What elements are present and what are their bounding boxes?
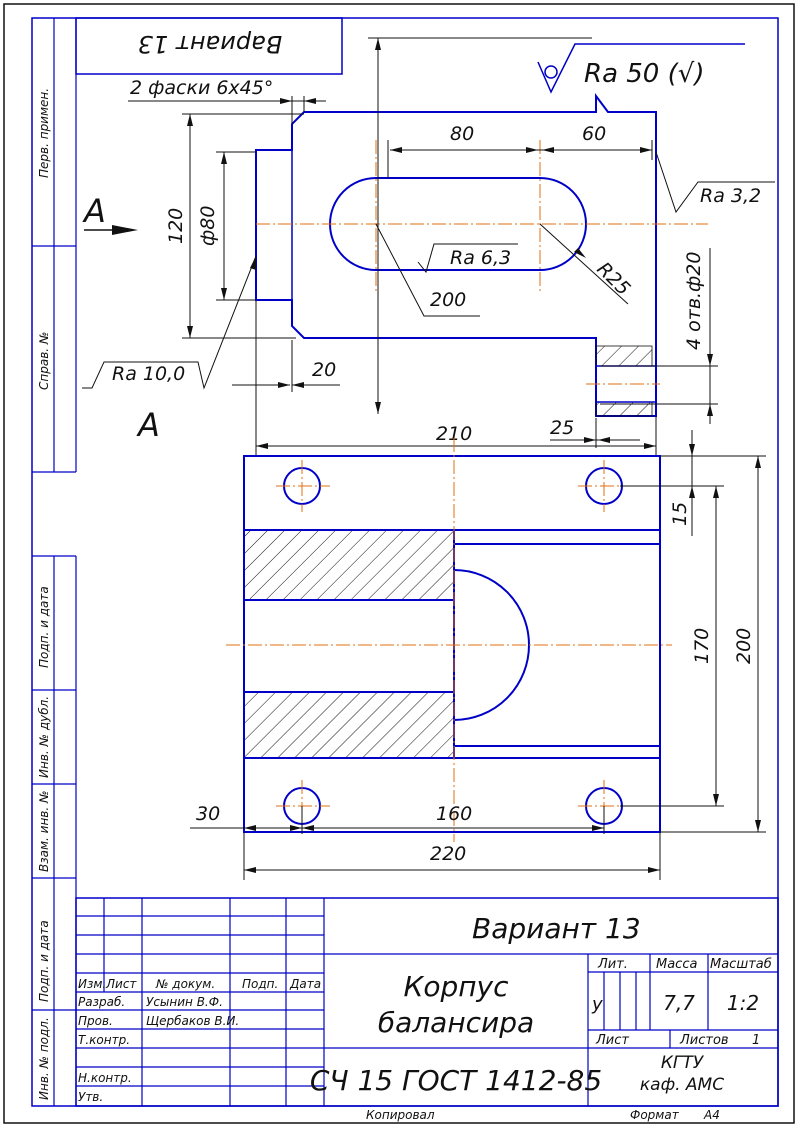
front-view-slot — [329, 177, 587, 271]
side-label-vzam: Взам. инв. № — [37, 791, 51, 872]
top-variant-stamp — [75, 17, 343, 75]
front-hole-hatch-top — [595, 345, 653, 367]
top-view-arrows — [244, 444, 761, 873]
tb-lit-value: у — [591, 994, 603, 1015]
top-view — [226, 438, 672, 842]
dim-30: 30 — [196, 803, 220, 825]
dim-80: 80 — [450, 123, 474, 145]
dim-210: 210 — [436, 423, 472, 445]
tb-col-doc: № докум. — [155, 977, 215, 991]
dim-r25: R25 — [592, 258, 634, 300]
tb-org-line2: каф. АМС — [640, 1075, 724, 1095]
tb-name-line1: Корпус — [403, 970, 509, 1003]
footer-copied: Копировал — [366, 1108, 435, 1122]
tb-col-list: Лист — [105, 977, 137, 991]
tb-col-podp: Подп. — [242, 977, 278, 991]
side-label-podp2: Подп. и дата — [37, 920, 51, 1002]
tb-material: СЧ 15 ГОСТ 1412-85 — [310, 1064, 602, 1097]
footer-format-label: Формат — [630, 1108, 680, 1122]
view-arrow-a: А А — [82, 192, 160, 444]
side-label-podp1: Подп. и дата — [37, 586, 51, 668]
tb-sheets-value: 1 — [752, 1033, 760, 1048]
front-view-arrows — [187, 38, 713, 449]
tb-sheet-label: Лист — [595, 1033, 629, 1048]
dim-60: 60 — [582, 123, 606, 145]
dim-chamfers: 2 фаски 6x45° — [130, 77, 273, 99]
tb-scale-label: Масштаб — [710, 957, 772, 972]
title-block: Вариант 13 Корпус балансира СЧ 15 ГОСТ 1… — [75, 897, 779, 1107]
dim-170: 170 — [691, 628, 713, 664]
dim-ra63: Ra 6,3 — [450, 247, 511, 269]
side-stamp-labels: Перв. примен. Справ. № Подп. и дата Инв.… — [37, 88, 51, 1100]
tb-role-tkontr: Т.контр. — [78, 1033, 130, 1047]
tb-role-utv: Утв. — [78, 1090, 103, 1104]
side-label-dubl: Инв. № дубл. — [37, 696, 51, 778]
top-view-dimensions — [190, 430, 766, 880]
tb-variant: Вариант 13 — [472, 912, 641, 945]
front-view-outline — [255, 93, 657, 417]
footer-format-value: A4 — [703, 1108, 720, 1122]
view-label-a-bottom: А — [136, 406, 160, 444]
dim-phi80: ф80 — [197, 206, 219, 246]
tb-col-izm: Изм. — [78, 977, 106, 991]
tb-role-razrab: Разраб. — [78, 995, 125, 1009]
dim-120: 120 — [165, 208, 187, 244]
roughness-main-text: Ra 50 (√) — [584, 59, 704, 89]
top-variant-text: Вариант 13 — [138, 30, 283, 58]
tb-col-date: Дата — [289, 977, 321, 991]
dim-220: 220 — [430, 843, 466, 865]
side-label-podl: Инв. № подл. — [37, 1017, 51, 1100]
side-label-sprav: Справ. № — [37, 332, 51, 390]
top-view-hatch-lower — [244, 692, 454, 758]
tb-mass-label: Масса — [656, 957, 697, 972]
dim-200: 200 — [733, 628, 755, 664]
dim-200-leader: 200 — [430, 289, 466, 311]
view-label-a-top: А — [82, 192, 106, 230]
tb-developer: Усынин В.Ф. — [146, 995, 223, 1009]
dim-ra32: Ra 3,2 — [700, 185, 761, 207]
tb-role-prov: Пров. — [78, 1014, 113, 1028]
dim-20: 20 — [312, 359, 336, 381]
dim-15: 15 — [669, 502, 691, 526]
dim-ra10: Ra 10,0 — [112, 363, 185, 385]
top-view-hatch-upper — [244, 530, 454, 600]
tb-sheets-label: Листов — [679, 1033, 729, 1048]
tb-org-line1: КГТУ — [661, 1053, 705, 1073]
front-view-dimensions — [82, 37, 775, 456]
dim-160: 160 — [436, 803, 472, 825]
top-view-outline — [243, 455, 661, 833]
side-label-perv: Перв. примен. — [37, 88, 51, 178]
tb-lit-label: Лит. — [597, 957, 628, 972]
tb-name-line2: балансира — [378, 1006, 534, 1039]
tb-mass-value: 7,7 — [663, 991, 695, 1015]
dim-holes: 4 отв.ф20 — [683, 252, 705, 350]
roughness-main-mark: Ra 50 (√) — [537, 43, 745, 94]
tb-scale-value: 1:2 — [727, 991, 759, 1015]
outer-frame — [3, 3, 795, 1124]
tb-role-nkontr: Н.контр. — [78, 1071, 132, 1085]
tb-checker: Щербаков В.И. — [146, 1014, 239, 1028]
dim-25: 25 — [550, 417, 574, 439]
